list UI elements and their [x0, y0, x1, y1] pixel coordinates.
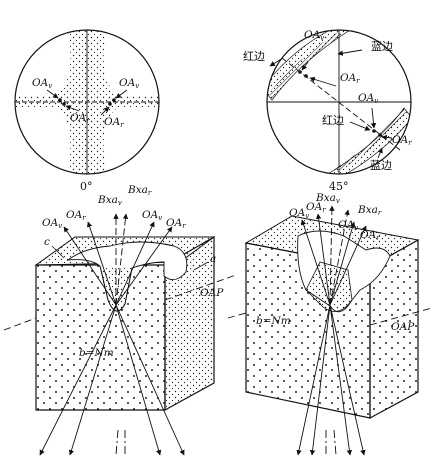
optic-plane-trace	[281, 57, 401, 151]
crystal-left-side-face	[164, 235, 215, 412]
label-bl-bxar: Bxar	[127, 184, 152, 197]
label-blue-edge-lower: 蓝边	[370, 159, 392, 172]
crystal-left-front-face	[35, 264, 166, 411]
label-bl-bxav: Bxav	[97, 194, 122, 207]
label-bl-oav2: OAv	[142, 209, 162, 222]
label-br-oav2: OAv	[338, 219, 358, 232]
crystal-block-right: OAv OAr Bxav Bxar OAv OAr OAP b=Nm	[227, 192, 433, 456]
label-br-bxar: Bxar	[357, 204, 382, 217]
label-bl-oar2: OAr	[166, 217, 186, 230]
label-br-oar2: OAr	[360, 229, 380, 242]
label-oav-upper: OAv	[304, 29, 324, 42]
label-oar-left: OAr	[70, 112, 90, 125]
label-bl-b-nm: b=Nm	[79, 347, 114, 359]
label-bl-oav: OAv	[42, 217, 62, 230]
label-red-edge-upper: 红边	[243, 50, 265, 63]
label-oav-right: OAv	[119, 77, 139, 90]
label-oar-lower: OAr	[392, 134, 412, 147]
label-blue-edge-upper: 蓝边	[371, 40, 393, 53]
label-bl-oap: OAP	[200, 287, 224, 299]
crystal-right-right-face	[369, 238, 419, 420]
label-bl-a: a	[210, 253, 216, 265]
crystal-block-left: OAv OAr Bxav Bxar OAv OAr c a OAP b=Nm	[3, 184, 237, 456]
label-oar-upper: OAr	[340, 72, 360, 85]
label-br-bxav: Bxav	[315, 192, 340, 205]
label-br-oar: OAr	[306, 201, 326, 214]
interference-figure-0deg: OAv OAv OAr OAr 0°	[14, 29, 160, 193]
caption-45deg: 45°	[329, 180, 349, 193]
label-br-oav: OAv	[289, 207, 309, 220]
label-oav-lower: OAv	[358, 92, 378, 105]
label-bl-oar: OAr	[66, 209, 86, 222]
label-br-b-nm: b=Nm	[256, 315, 291, 327]
interference-figure-45deg: 红边 蓝边 OAv OAr OAv OAr 红边 蓝边 45°	[243, 29, 412, 193]
label-bl-c: c	[44, 236, 50, 248]
hatched-edge-lower	[334, 108, 406, 172]
label-red-edge-lower: 红边	[322, 114, 344, 127]
label-oar-right: OAr	[104, 116, 124, 129]
label-br-oap: OAP	[391, 321, 415, 333]
caption-0deg: 0°	[80, 180, 93, 193]
hatched-edge-upper	[268, 32, 342, 98]
label-oav-left: OAv	[32, 77, 52, 90]
